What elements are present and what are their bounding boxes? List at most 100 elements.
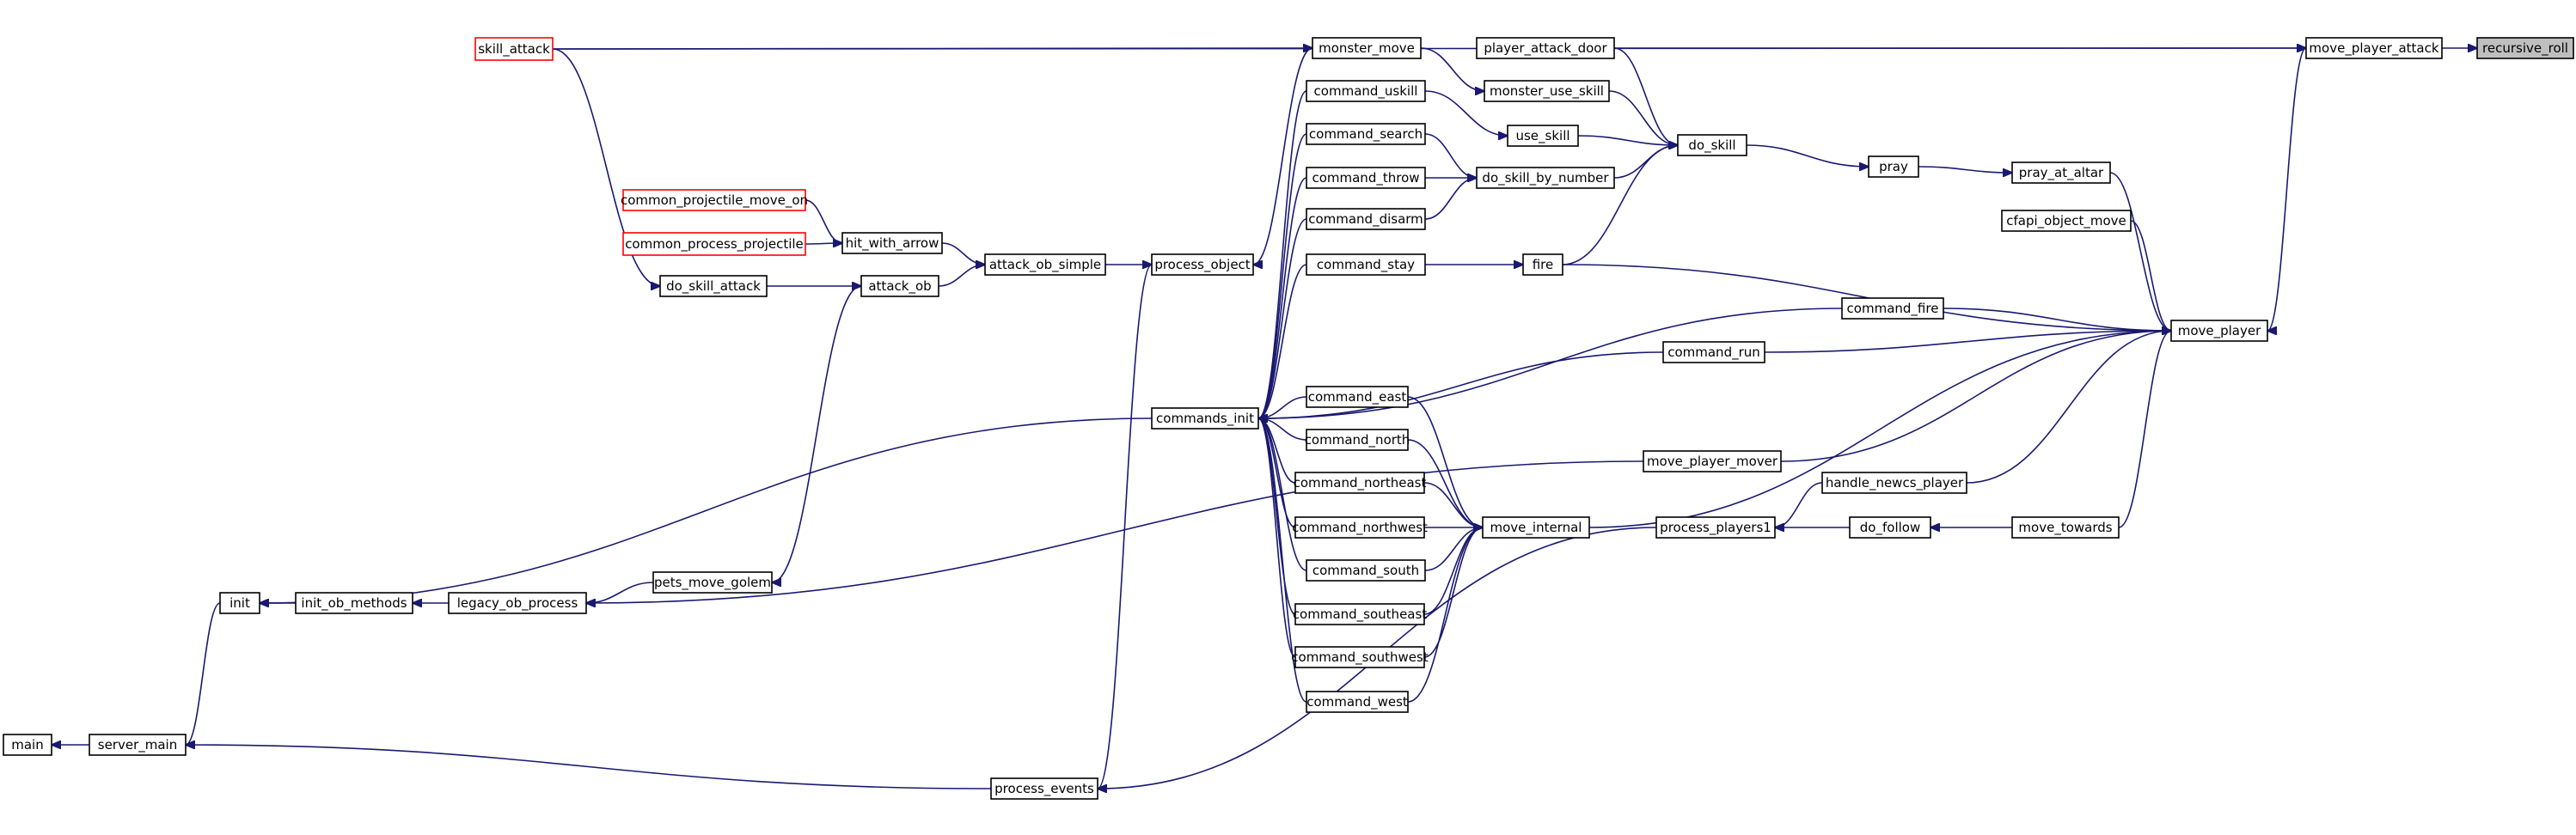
node-box (1294, 646, 1425, 668)
node-process-events[interactable]: process_events (990, 777, 1098, 800)
node-main[interactable]: main (3, 734, 52, 756)
edge-monster-use-skill-to-do-skill (1608, 90, 1678, 145)
node-command-northeast[interactable]: command_northeast (1294, 472, 1427, 494)
node-label: use_skill (1515, 128, 1569, 144)
node-box (1306, 691, 1409, 713)
edge-hit-with-arrow-to-attack-ob-simple (941, 242, 985, 265)
node-box (1522, 253, 1563, 276)
edge-command-search-to-commands-init (1258, 133, 1307, 418)
node-attack-ob-simple[interactable]: attack_ob_simple (984, 253, 1106, 276)
edge-cfapi-object-move-to-move-player (2130, 220, 2171, 331)
node-label: command_southeast (1293, 606, 1427, 623)
node-box (2170, 320, 2268, 342)
edge-command-stay-to-commands-init (1258, 264, 1307, 418)
node-init[interactable]: init (219, 592, 260, 614)
node-move-player[interactable]: move_player (2170, 320, 2268, 342)
edge-command-southwest-to-move-internal (1423, 527, 1483, 658)
edge-command-west-to-commands-init (1258, 418, 1307, 703)
node-hit-with-arrow[interactable]: hit_with_arrow (841, 232, 943, 254)
node-player-attack-door[interactable]: player_attack_door (1476, 37, 1615, 59)
node-box (1151, 253, 1254, 276)
node-legacy-ob-process[interactable]: legacy_ob_process (448, 592, 587, 614)
node-command-search[interactable]: command_search (1306, 123, 1426, 145)
node-do-skill[interactable]: do_skill (1677, 134, 1747, 156)
node-monster-use-skill[interactable]: monster_use_skill (1484, 80, 1610, 102)
node-box (219, 592, 260, 614)
node-pray-at-altar[interactable]: pray_at_altar (2011, 162, 2111, 184)
node-fire[interactable]: fire (1522, 253, 1563, 276)
node-box (295, 592, 413, 614)
node-process-players1[interactable]: process_players1 (1655, 516, 1776, 539)
edge-command-fire-to-commands-init (1258, 308, 1843, 418)
node-box (622, 232, 806, 256)
node-command-northwest[interactable]: command_northwest (1292, 516, 1428, 539)
node-commands-init[interactable]: commands_init (1151, 407, 1259, 430)
node-move-towards[interactable]: move_towards (2011, 516, 2120, 539)
node-move-player-attack[interactable]: move_player_attack (2305, 37, 2443, 59)
edge-command-northeast-to-move-internal (1423, 482, 1483, 527)
node-do-follow[interactable]: do_follow (1849, 516, 1931, 539)
node-box (1306, 123, 1426, 145)
node-box (1868, 155, 1919, 178)
node-server-main[interactable]: server_main (89, 734, 187, 756)
node-box (659, 275, 768, 297)
node-common-process-projectile[interactable]: common_process_projectile (622, 232, 806, 256)
node-process-object[interactable]: process_object (1151, 253, 1254, 276)
node-command-east[interactable]: command_east (1306, 386, 1409, 408)
node-label: move_towards (2018, 520, 2112, 536)
node-box (1841, 297, 1944, 320)
node-box (1655, 516, 1776, 539)
node-label: attack_ob_simple (989, 257, 1101, 273)
node-box (1294, 603, 1425, 625)
node-box (1306, 80, 1426, 102)
node-command-southwest[interactable]: command_southwest (1291, 646, 1429, 668)
node-attack-ob[interactable]: attack_ob (860, 275, 939, 297)
node-box (3, 734, 52, 756)
edge-command-throw-to-commands-init (1258, 177, 1307, 418)
node-label: init_ob_methods (301, 595, 407, 612)
node-common-projectile-move-on[interactable]: common_projectile_move_on (621, 189, 808, 211)
node-move-player-mover[interactable]: move_player_mover (1643, 450, 1782, 472)
node-pets-move-golem[interactable]: pets_move_golem (652, 571, 773, 594)
node-command-north[interactable]: command_north (1305, 429, 1410, 451)
node-label: pray_at_altar (2019, 165, 2104, 181)
node-command-west[interactable]: command_west (1306, 691, 1409, 713)
node-label: server_main (98, 737, 177, 753)
node-command-fire[interactable]: command_fire (1841, 297, 1944, 320)
node-label: do_skill (1688, 137, 1735, 154)
node-command-southeast[interactable]: command_southeast (1293, 603, 1427, 625)
edge-command-run-to-commands-init (1258, 351, 1664, 418)
node-command-uskill[interactable]: command_uskill (1306, 80, 1426, 102)
node-do-skill-attack[interactable]: do_skill_attack (659, 275, 768, 297)
node-command-stay[interactable]: command_stay (1306, 253, 1426, 276)
node-use-skill[interactable]: use_skill (1507, 125, 1579, 147)
node-label: command_east (1308, 389, 1407, 405)
node-label: legacy_ob_process (457, 595, 578, 612)
edge-init-to-server-main (186, 602, 221, 745)
node-init-ob-methods[interactable]: init_ob_methods (295, 592, 413, 614)
node-box (2305, 37, 2443, 59)
node-label: command_stay (1317, 257, 1415, 273)
node-move-internal[interactable]: move_internal (1482, 516, 1590, 539)
node-box (1476, 37, 1615, 59)
node-command-disarm[interactable]: command_disarm (1306, 208, 1426, 230)
node-skill-attack[interactable]: skill_attack (474, 37, 554, 61)
node-cfapi-object-move[interactable]: cfapi_object_move (2001, 210, 2132, 232)
node-handle-newcs-player[interactable]: handle_newcs_player (1821, 472, 1967, 494)
node-do-skill-by-number[interactable]: do_skill_by_number (1476, 167, 1615, 189)
node-label: attack_ob (868, 278, 931, 295)
node-box (1312, 37, 1422, 59)
node-label: command_disarm (1308, 211, 1423, 228)
node-command-throw[interactable]: command_throw (1306, 167, 1426, 189)
node-monster-move[interactable]: monster_move (1312, 37, 1422, 59)
edge-handle-newcs-player-to-move-player (1966, 331, 2171, 484)
node-command-run[interactable]: command_run (1662, 341, 1765, 363)
edge-common-process-projectile-to-hit-with-arrow (805, 243, 842, 244)
node-box (1306, 208, 1426, 230)
node-label: process_players1 (1660, 520, 1771, 536)
node-pray[interactable]: pray (1868, 155, 1919, 178)
edge-move-player-mover-to-move-player (1780, 331, 2171, 462)
node-recursive-roll[interactable]: recursive_roll (2476, 37, 2574, 59)
node-label: commands_init (1156, 411, 1254, 427)
node-command-south[interactable]: command_south (1306, 559, 1426, 582)
